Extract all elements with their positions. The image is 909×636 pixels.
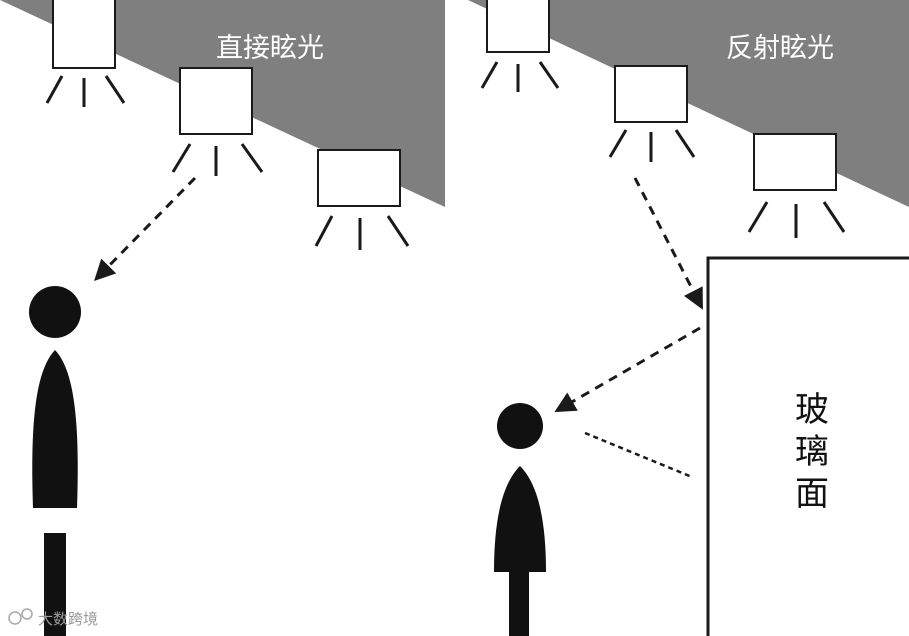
ceiling-lamp xyxy=(480,0,560,92)
glass-label-char: 面 xyxy=(795,474,829,514)
left-panel-title: 直接眩光 xyxy=(216,33,324,64)
ceiling-lamp xyxy=(314,149,410,250)
right-panel-title: 反射眩光 xyxy=(726,33,834,64)
ceiling-lamp xyxy=(171,67,264,176)
line-of-sight xyxy=(584,431,693,479)
person-figure-left xyxy=(29,286,81,636)
ceiling-lamp xyxy=(45,0,126,107)
watermark-text: 大数跨境 xyxy=(38,610,98,628)
panel-divider xyxy=(450,0,468,636)
direct-glare-arrow xyxy=(94,176,197,281)
glass-surface xyxy=(706,256,909,636)
watermark-logo-icon xyxy=(8,608,33,625)
left-panel-direct-glare: 直接眩光 xyxy=(0,0,445,636)
glass-label-char: 璃 xyxy=(795,432,829,472)
right-panel-reflected-glare: 反射眩光 玻 璃 面 xyxy=(468,0,909,636)
glass-surface-label: 玻 璃 面 xyxy=(795,390,829,514)
reflected-light-arrow xyxy=(554,326,701,413)
incident-light-arrow xyxy=(633,177,703,310)
ceiling-lamp xyxy=(608,65,696,162)
watermark: 大数跨境 xyxy=(8,608,98,628)
glass-label-char: 玻 xyxy=(795,390,829,430)
person-figure-right xyxy=(494,403,546,636)
ceiling-lamp xyxy=(747,133,846,238)
